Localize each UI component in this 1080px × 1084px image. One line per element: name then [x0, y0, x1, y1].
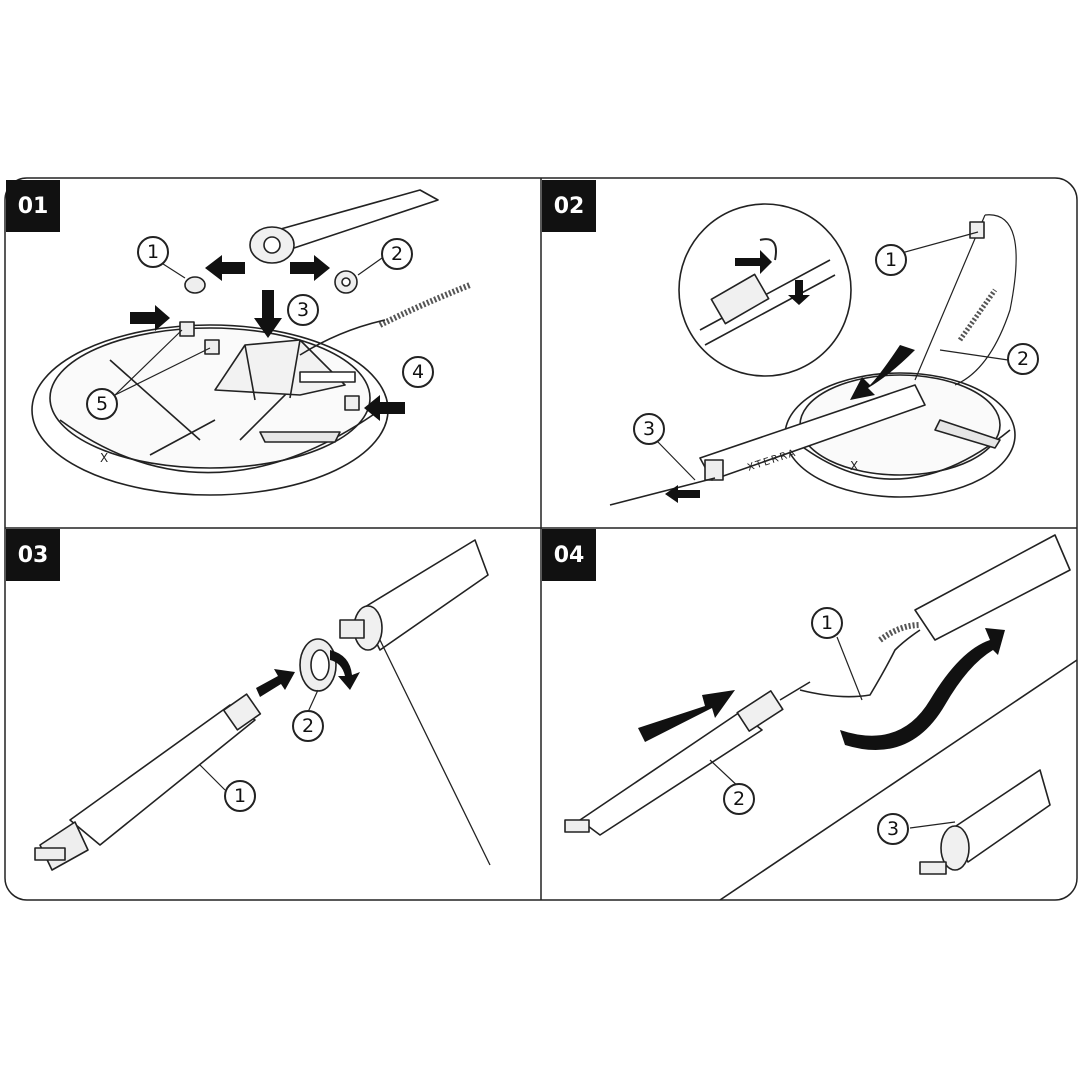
detail-magnifier	[678, 203, 852, 377]
arrow-pull	[665, 485, 700, 503]
callout-01-1: 1	[137, 236, 169, 268]
callout-01-4: 4	[402, 356, 434, 388]
svg-text:X: X	[100, 451, 108, 465]
washer-1	[184, 276, 206, 294]
callout-01-2: 2	[381, 238, 413, 270]
callout-04-1: 1	[811, 607, 843, 639]
callout-02-3: 3	[633, 413, 665, 445]
arrow-twist-03	[330, 650, 360, 690]
panel-tag-02: 02	[542, 180, 596, 232]
panel-01-leaders	[114, 257, 383, 396]
callout-04-2: 2	[723, 783, 755, 815]
arrow-wrap-04	[840, 628, 1005, 750]
panel-03-arrows	[256, 650, 360, 697]
panel-02-illustration: X	[609, 203, 1017, 506]
arrow-5	[130, 305, 170, 331]
callout-02-2: 2	[1007, 343, 1039, 375]
panel-03-leaders	[199, 689, 319, 791]
arrow-magnifier-2	[788, 280, 810, 305]
svg-text:X: X	[850, 459, 858, 473]
panel-04-illustration	[564, 534, 1078, 901]
arrow-push-03	[256, 669, 295, 697]
panel-01-arrows	[130, 255, 405, 421]
nut-right	[344, 395, 360, 411]
callout-03-1: 1	[224, 780, 256, 812]
arrow-insert	[850, 345, 915, 400]
panel-03-illustration	[34, 539, 491, 871]
panel-tag-01: 01	[6, 180, 60, 232]
upper-shaft-04	[914, 534, 1071, 641]
callout-01-5: 5	[86, 388, 118, 420]
callout-03-2: 2	[292, 710, 324, 742]
panel-02-arrows	[665, 250, 915, 503]
arrow-4	[364, 395, 405, 421]
arrow-magnifier-1	[735, 250, 772, 274]
handle-04	[579, 711, 763, 836]
panel-04-arrows	[638, 628, 1005, 750]
arrow-2	[290, 255, 330, 281]
arrow-push-04	[638, 690, 735, 742]
callout-02-1: 1	[875, 244, 907, 276]
panel-tag-03: 03	[6, 529, 60, 581]
nut-mid	[204, 339, 220, 355]
panel-01-illustration: X	[31, 189, 472, 496]
callout-04-3: 3	[877, 813, 909, 845]
panel-tag-04: 04	[542, 529, 596, 581]
arrow-3	[254, 290, 282, 338]
arrow-1	[205, 255, 245, 281]
callout-01-3: 3	[287, 294, 319, 326]
handle-tube	[69, 704, 256, 846]
nut-left	[179, 321, 195, 337]
